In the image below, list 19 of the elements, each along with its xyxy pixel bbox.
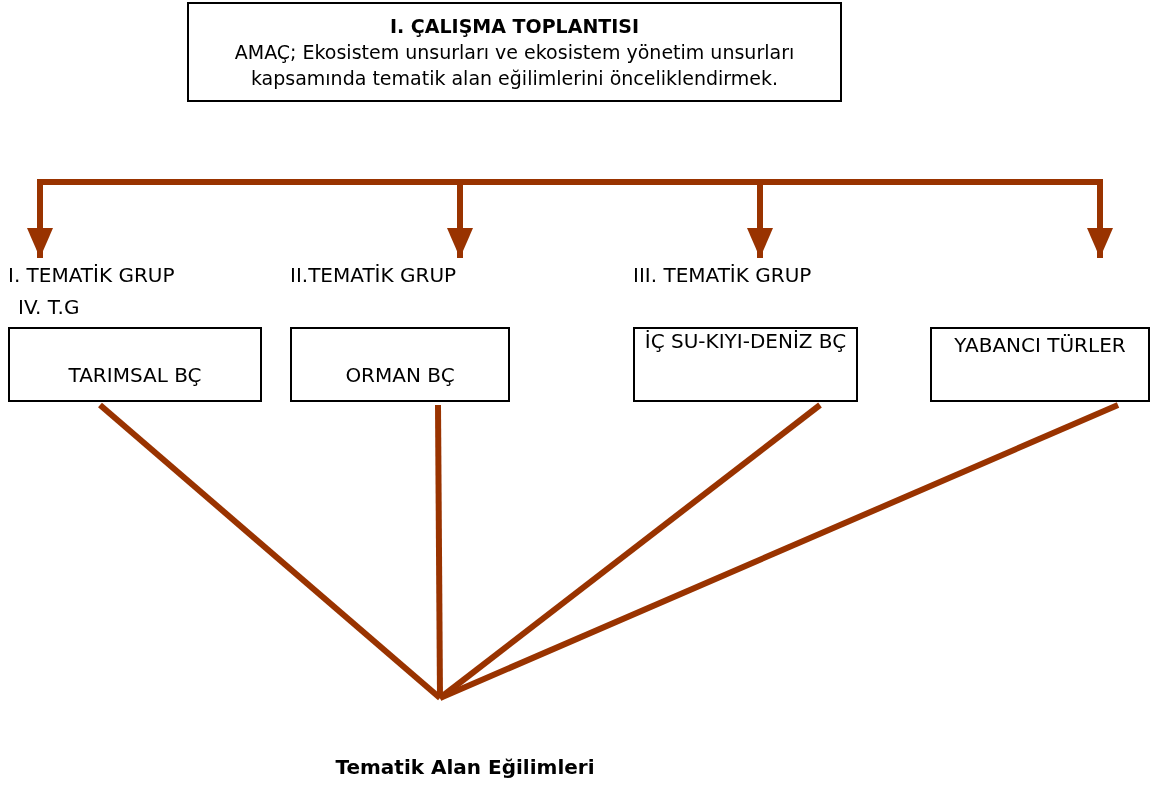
connector-line	[37, 179, 1103, 185]
group-note: IV. T.G	[18, 294, 80, 320]
arrow	[27, 182, 53, 258]
arrow	[747, 182, 773, 258]
group-heading: II.TEMATİK GRUP	[290, 262, 457, 288]
box-title: I. ÇALIŞMA TOPLANTISI	[389, 14, 640, 39]
group-heading: I. TEMATİK GRUP	[8, 262, 175, 288]
box-label: YABANCI TÜRLER	[954, 333, 1126, 358]
box-body-text: AMAÇ; Ekosistem unsurları ve ekosistem yönetim unsurları kapsamında tematik alan eğilimlerini önceliklendirmek.	[233, 40, 796, 91]
title-box	[187, 2, 842, 102]
arrow	[447, 182, 473, 258]
arrow	[1087, 182, 1113, 258]
box-label: İÇ SU-KIYI-DENİZ BÇ	[644, 329, 847, 354]
box-label: TARIMSAL BÇ	[68, 363, 202, 388]
connector-line	[438, 402, 1120, 701]
connector-line	[98, 402, 442, 701]
box-label: ORMAN BÇ	[345, 363, 455, 388]
group-heading: III. TEMATİK GRUP	[633, 262, 812, 288]
result-label: Tematik Alan Eğilimleri	[335, 754, 595, 781]
